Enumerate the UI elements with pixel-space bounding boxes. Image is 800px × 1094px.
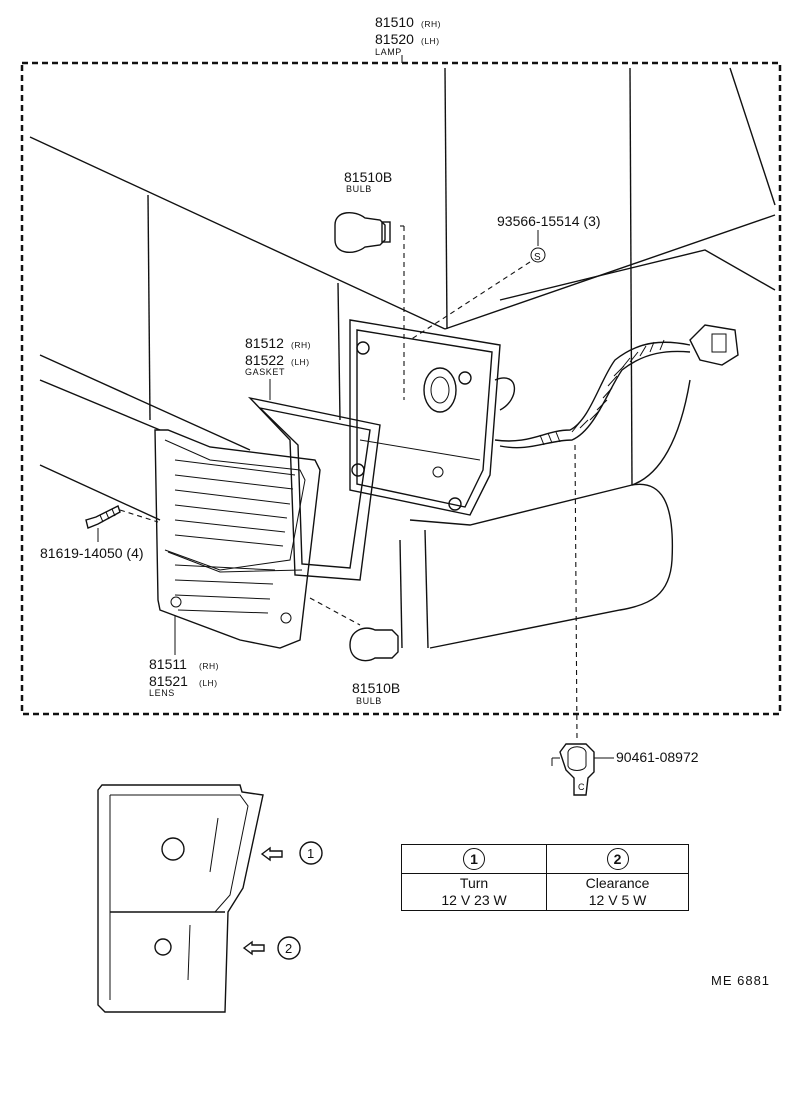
spec-header-1: 1 bbox=[400, 844, 548, 874]
svg-text:81619-14050 (4): 81619-14050 (4) bbox=[40, 545, 144, 561]
svg-text:81511: 81511 bbox=[149, 656, 187, 672]
spec-cell-turn: Turn 12 V 23 W bbox=[400, 873, 548, 911]
svg-text:LENS: LENS bbox=[149, 688, 175, 698]
spec-turn-rating: 12 V 23 W bbox=[441, 892, 507, 908]
svg-text:LAMP: LAMP bbox=[375, 47, 402, 57]
wire-harness bbox=[494, 324, 739, 449]
svg-text:81512: 81512 bbox=[245, 335, 284, 351]
svg-text:BULB: BULB bbox=[356, 696, 382, 706]
svg-text:BULB: BULB bbox=[346, 184, 372, 194]
callout-2: 2 bbox=[242, 936, 301, 960]
spec-cell-clearance: Clearance 12 V 5 W bbox=[546, 873, 689, 911]
svg-text:(LH): (LH) bbox=[291, 357, 310, 367]
svg-text:(RH): (RH) bbox=[421, 19, 441, 29]
bulb-bottom: 81510B BULB bbox=[309, 597, 400, 706]
svg-text:GASKET: GASKET bbox=[245, 367, 285, 377]
gasket bbox=[247, 396, 381, 581]
spec-clearance-name: Clearance bbox=[585, 875, 650, 891]
screw-top: 93566-15514 (3) S bbox=[409, 213, 601, 341]
svg-text:81520: 81520 bbox=[375, 31, 414, 47]
svg-text:(RH): (RH) bbox=[199, 661, 219, 671]
assembly-frame bbox=[20, 61, 782, 716]
svg-text:1: 1 bbox=[307, 846, 314, 861]
lamp-housing bbox=[349, 319, 516, 516]
svg-text:90461-08972: 90461-08972 bbox=[616, 749, 699, 765]
lens-label: 81511 (RH) 81521 (LH) LENS bbox=[149, 615, 219, 698]
lens bbox=[154, 429, 321, 649]
svg-text:81510B: 81510B bbox=[344, 169, 392, 185]
svg-text:81522: 81522 bbox=[245, 352, 284, 368]
bulb-top: 81510B BULB bbox=[334, 169, 405, 400]
svg-text:S: S bbox=[534, 252, 541, 263]
clamp: C 90461-08972 bbox=[551, 444, 699, 796]
svg-text:(LH): (LH) bbox=[421, 36, 440, 46]
svg-text:93566-15514 (3): 93566-15514 (3) bbox=[497, 213, 601, 229]
screw-left: 81619-14050 (4) bbox=[40, 505, 159, 561]
svg-text:(LH): (LH) bbox=[199, 678, 218, 688]
svg-text:81510B: 81510B bbox=[352, 680, 400, 696]
svg-text:(RH): (RH) bbox=[291, 340, 311, 350]
lens-detail-view bbox=[97, 784, 264, 1013]
callout-1: 1 bbox=[260, 841, 323, 865]
bulb-spec-table: 1 2 Turn 12 V 23 W Clearance 12 V 5 W bbox=[400, 844, 689, 911]
vehicle-body-outline bbox=[29, 67, 776, 649]
svg-text:2: 2 bbox=[285, 941, 292, 956]
lamp-label: 81510 (RH) 81520 (LH) LAMP bbox=[375, 14, 441, 57]
svg-text:81521: 81521 bbox=[149, 673, 188, 689]
svg-text:81510: 81510 bbox=[375, 14, 414, 30]
svg-text:C: C bbox=[578, 782, 585, 792]
diagram-code: ME 6881 bbox=[711, 973, 771, 988]
spec-turn-name: Turn bbox=[459, 875, 489, 891]
spec-clearance-rating: 12 V 5 W bbox=[588, 892, 647, 908]
gasket-label: 81512 (RH) 81522 (LH) GASKET bbox=[245, 335, 311, 400]
spec-header-2: 2 bbox=[546, 844, 689, 874]
